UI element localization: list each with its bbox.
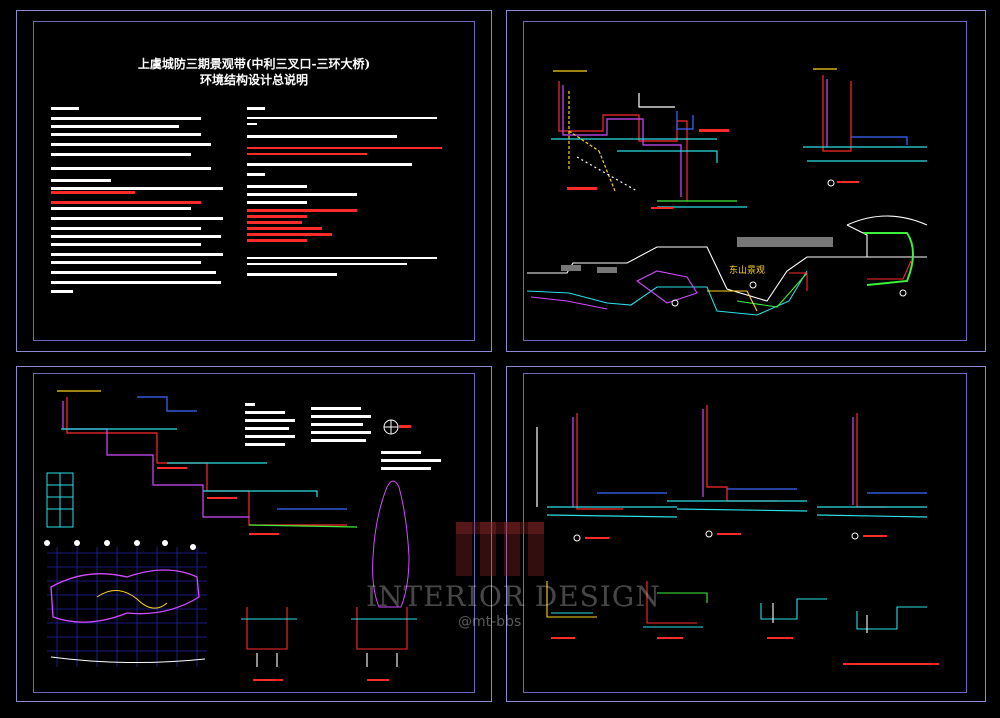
watermark-handle: @mt-bbs <box>458 614 522 630</box>
sheet-inner-frame <box>523 21 967 341</box>
drawing-sheet-sections-plan[interactable]: 东山景观 <box>506 10 986 352</box>
drawing-sheet-notes[interactable]: 上虞城防三期景观带(中利三叉口-三环大桥) 环境结构设计总说明 <box>16 10 492 352</box>
notes-text-lines <box>51 107 442 293</box>
wall-section-drawings <box>536 405 939 665</box>
plan-area-label: 东山景观 <box>729 266 766 276</box>
sheet-inner-frame <box>523 373 967 693</box>
sheet-title: 上虞城防三期景观带(中利三叉口-三环大桥) <box>137 57 371 71</box>
sheet-inner-frame <box>33 21 475 341</box>
drawing-sheet-terrace[interactable] <box>16 366 492 702</box>
watermark-brand: INTERIOR DESIGN <box>366 580 661 613</box>
drawing-sheet-wall-sections[interactable] <box>506 366 986 702</box>
section-drawings <box>526 68 928 316</box>
sheet-subtitle: 环境结构设计总说明 <box>199 73 308 87</box>
terrace-drawings <box>44 390 441 681</box>
sheet-inner-frame <box>33 373 475 693</box>
